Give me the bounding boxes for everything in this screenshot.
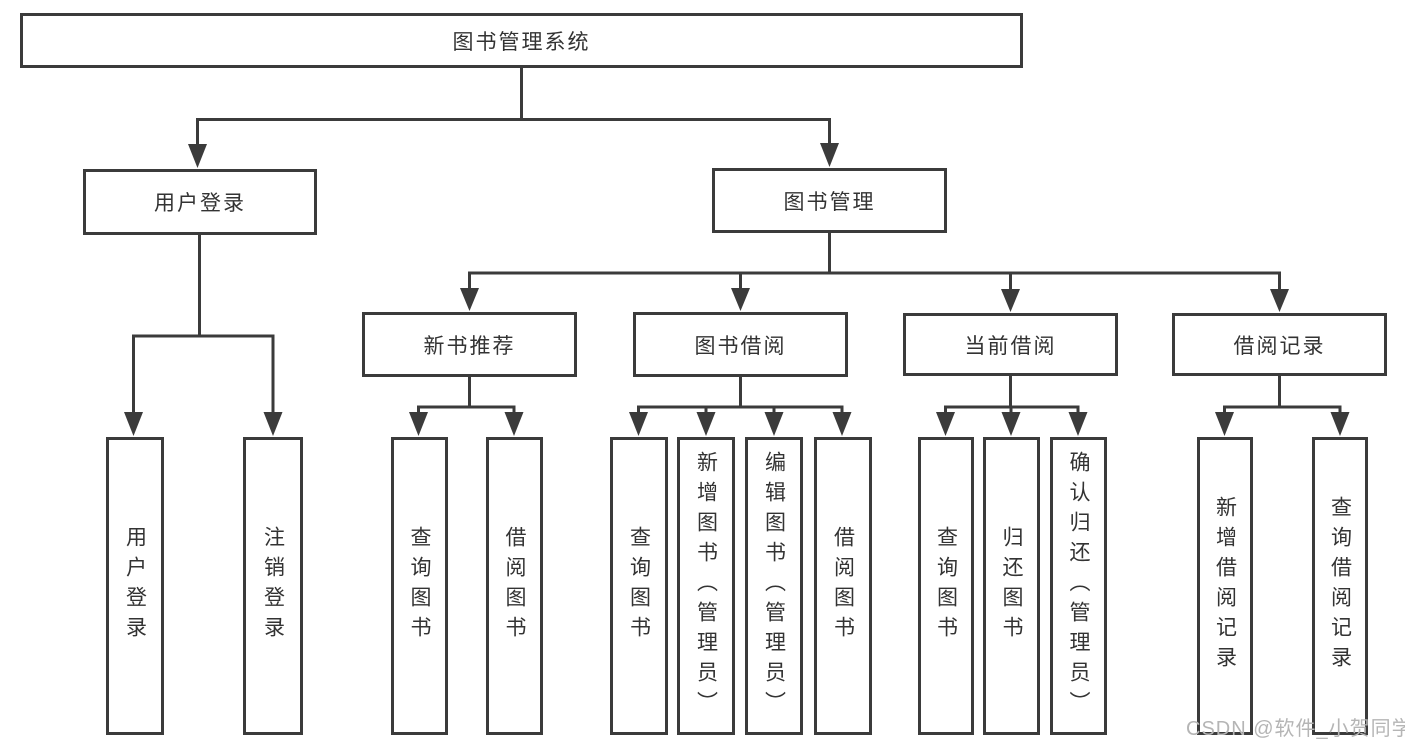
leaf-confirm-return-admin: 确认归还（管理员） — [1050, 437, 1107, 735]
leaf-logout: 注销登录 — [243, 437, 303, 735]
leaf-label: 查询图书 — [627, 526, 651, 646]
leaf-label: 新增借阅记录 — [1213, 496, 1237, 676]
leaf-user-login: 用户登录 — [106, 437, 164, 735]
leaf-label: 查询图书 — [408, 526, 431, 646]
node-label: 用户登录 — [154, 192, 246, 215]
leaf-return-books: 归还图书 — [983, 437, 1040, 735]
node-label: 新书推荐 — [423, 334, 516, 358]
leaf-label: 用户登录 — [123, 526, 147, 646]
leaf-label: 借阅图书 — [831, 526, 855, 646]
node-user-login: 用户登录 — [83, 169, 317, 235]
node-library-system: 图书管理系统 — [20, 13, 1023, 68]
leaf-label: 查询图书 — [934, 526, 958, 646]
node-book-borrow: 图书借阅 — [633, 312, 848, 377]
leaf-add-borrow-record: 新增借阅记录 — [1197, 437, 1253, 735]
node-label: 当前借阅 — [964, 334, 1057, 358]
csdn-watermark: CSDN @软件_小贺同学 — [1186, 718, 1405, 740]
leaf-label: 新增图书（管理员） — [694, 451, 718, 721]
node-label: 图书借阅 — [694, 334, 787, 358]
leaf-label: 编辑图书（管理员） — [762, 451, 786, 721]
leaf-query-books-borrow: 查询图书 — [610, 437, 668, 735]
leaf-label: 注销登录 — [261, 526, 285, 646]
leaf-query-books-current: 查询图书 — [918, 437, 974, 735]
leaf-edit-books-admin: 编辑图书（管理员） — [745, 437, 803, 735]
leaf-add-books-admin: 新增图书（管理员） — [677, 437, 735, 735]
leaf-label: 借阅图书 — [503, 526, 526, 646]
leaf-query-borrow-record: 查询借阅记录 — [1312, 437, 1368, 735]
leaf-query-books-recommend: 查询图书 — [391, 437, 448, 735]
node-label: 图书管理系统 — [452, 30, 591, 54]
node-label: 图书管理 — [783, 190, 876, 214]
node-current-borrow: 当前借阅 — [903, 313, 1118, 376]
leaf-label: 归还图书 — [1000, 526, 1023, 646]
leaf-borrow-books: 借阅图书 — [814, 437, 872, 735]
node-borrow-records: 借阅记录 — [1172, 313, 1387, 376]
leaf-label: 确认归还（管理员） — [1067, 451, 1090, 721]
leaf-borrow-books-recommend: 借阅图书 — [486, 437, 543, 735]
leaf-label: 查询借阅记录 — [1328, 496, 1352, 676]
node-book-management: 图书管理 — [712, 168, 947, 233]
node-new-book-recommend: 新书推荐 — [362, 312, 577, 377]
node-label: 借阅记录 — [1233, 334, 1326, 358]
